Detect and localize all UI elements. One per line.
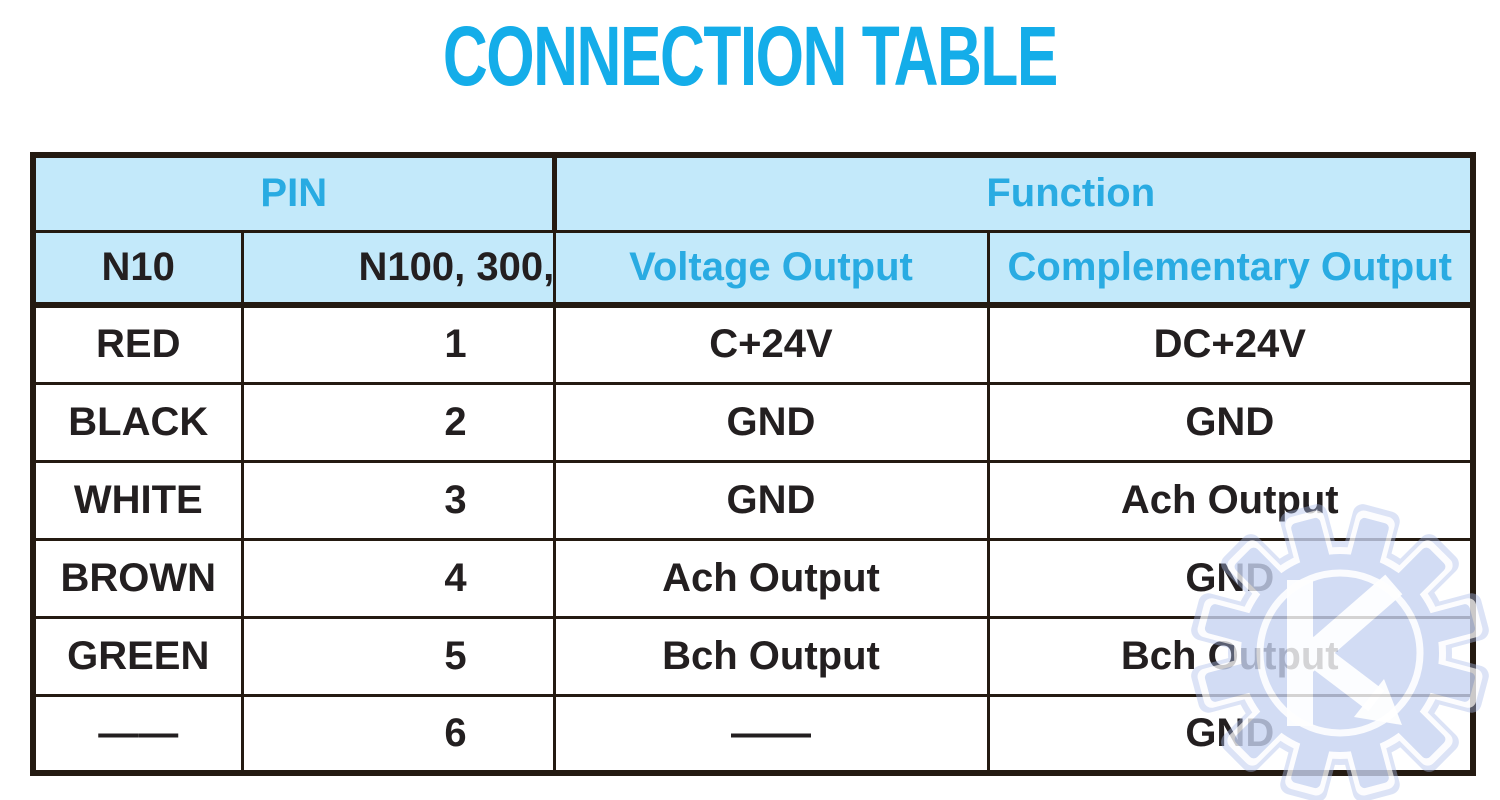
table-cell: 3 [240,459,556,541]
table-cell: GND [552,459,990,541]
table-header: PIN Function N10 N100, 300, 310 Voltage … [31,153,1475,308]
connection-table: PIN Function N10 N100, 300, 310 Voltage … [30,152,1477,776]
table-cell: RED [31,303,244,385]
table-cell: GND [552,381,990,463]
header-row-subcolumns: N10 N100, 300, 310 Voltage Output Comple… [31,229,1475,308]
table-cell: C+24V [552,303,990,385]
header-cell-n10: N10 [31,229,244,308]
header-cell-pin: PIN [31,153,557,233]
table-cell: BROWN [31,537,244,619]
table-cell: 6 [240,693,556,775]
table-cell: 1 [240,303,556,385]
table-cell: GND [986,537,1475,619]
table-cell: 4 [240,537,556,619]
table-cell: Ach Output [552,537,990,619]
table-cell: Ach Output [986,459,1475,541]
table-cell: 2 [240,381,556,463]
table-cell: —— [552,693,990,775]
page-title-text: CONNECTION TABLE [442,9,1058,103]
table-cell: GND [986,693,1475,775]
table-cell: Bch Output [552,615,990,697]
table-cell: DC+24V [986,303,1475,385]
table-cell: Bch Output [986,615,1475,697]
header-row-groups: PIN Function [31,153,1475,233]
table-row: ——6——GND [31,693,1475,775]
header-cell-complementary-output: Complementary Output [986,229,1475,308]
header-cell-function: Function [552,153,1475,233]
table-cell: GND [986,381,1475,463]
table-cell: WHITE [31,459,244,541]
header-cell-n100-300-310: N100, 300, 310 [240,229,556,308]
header-cell-voltage-output: Voltage Output [552,229,990,308]
table-cell: GREEN [31,615,244,697]
page-title: CONNECTION TABLE [0,14,1500,98]
connection-table-grid: PIN Function N10 N100, 300, 310 Voltage … [30,152,1477,776]
table-cell: —— [31,693,244,775]
table-cell: BLACK [31,381,244,463]
table-cell: 5 [240,615,556,697]
